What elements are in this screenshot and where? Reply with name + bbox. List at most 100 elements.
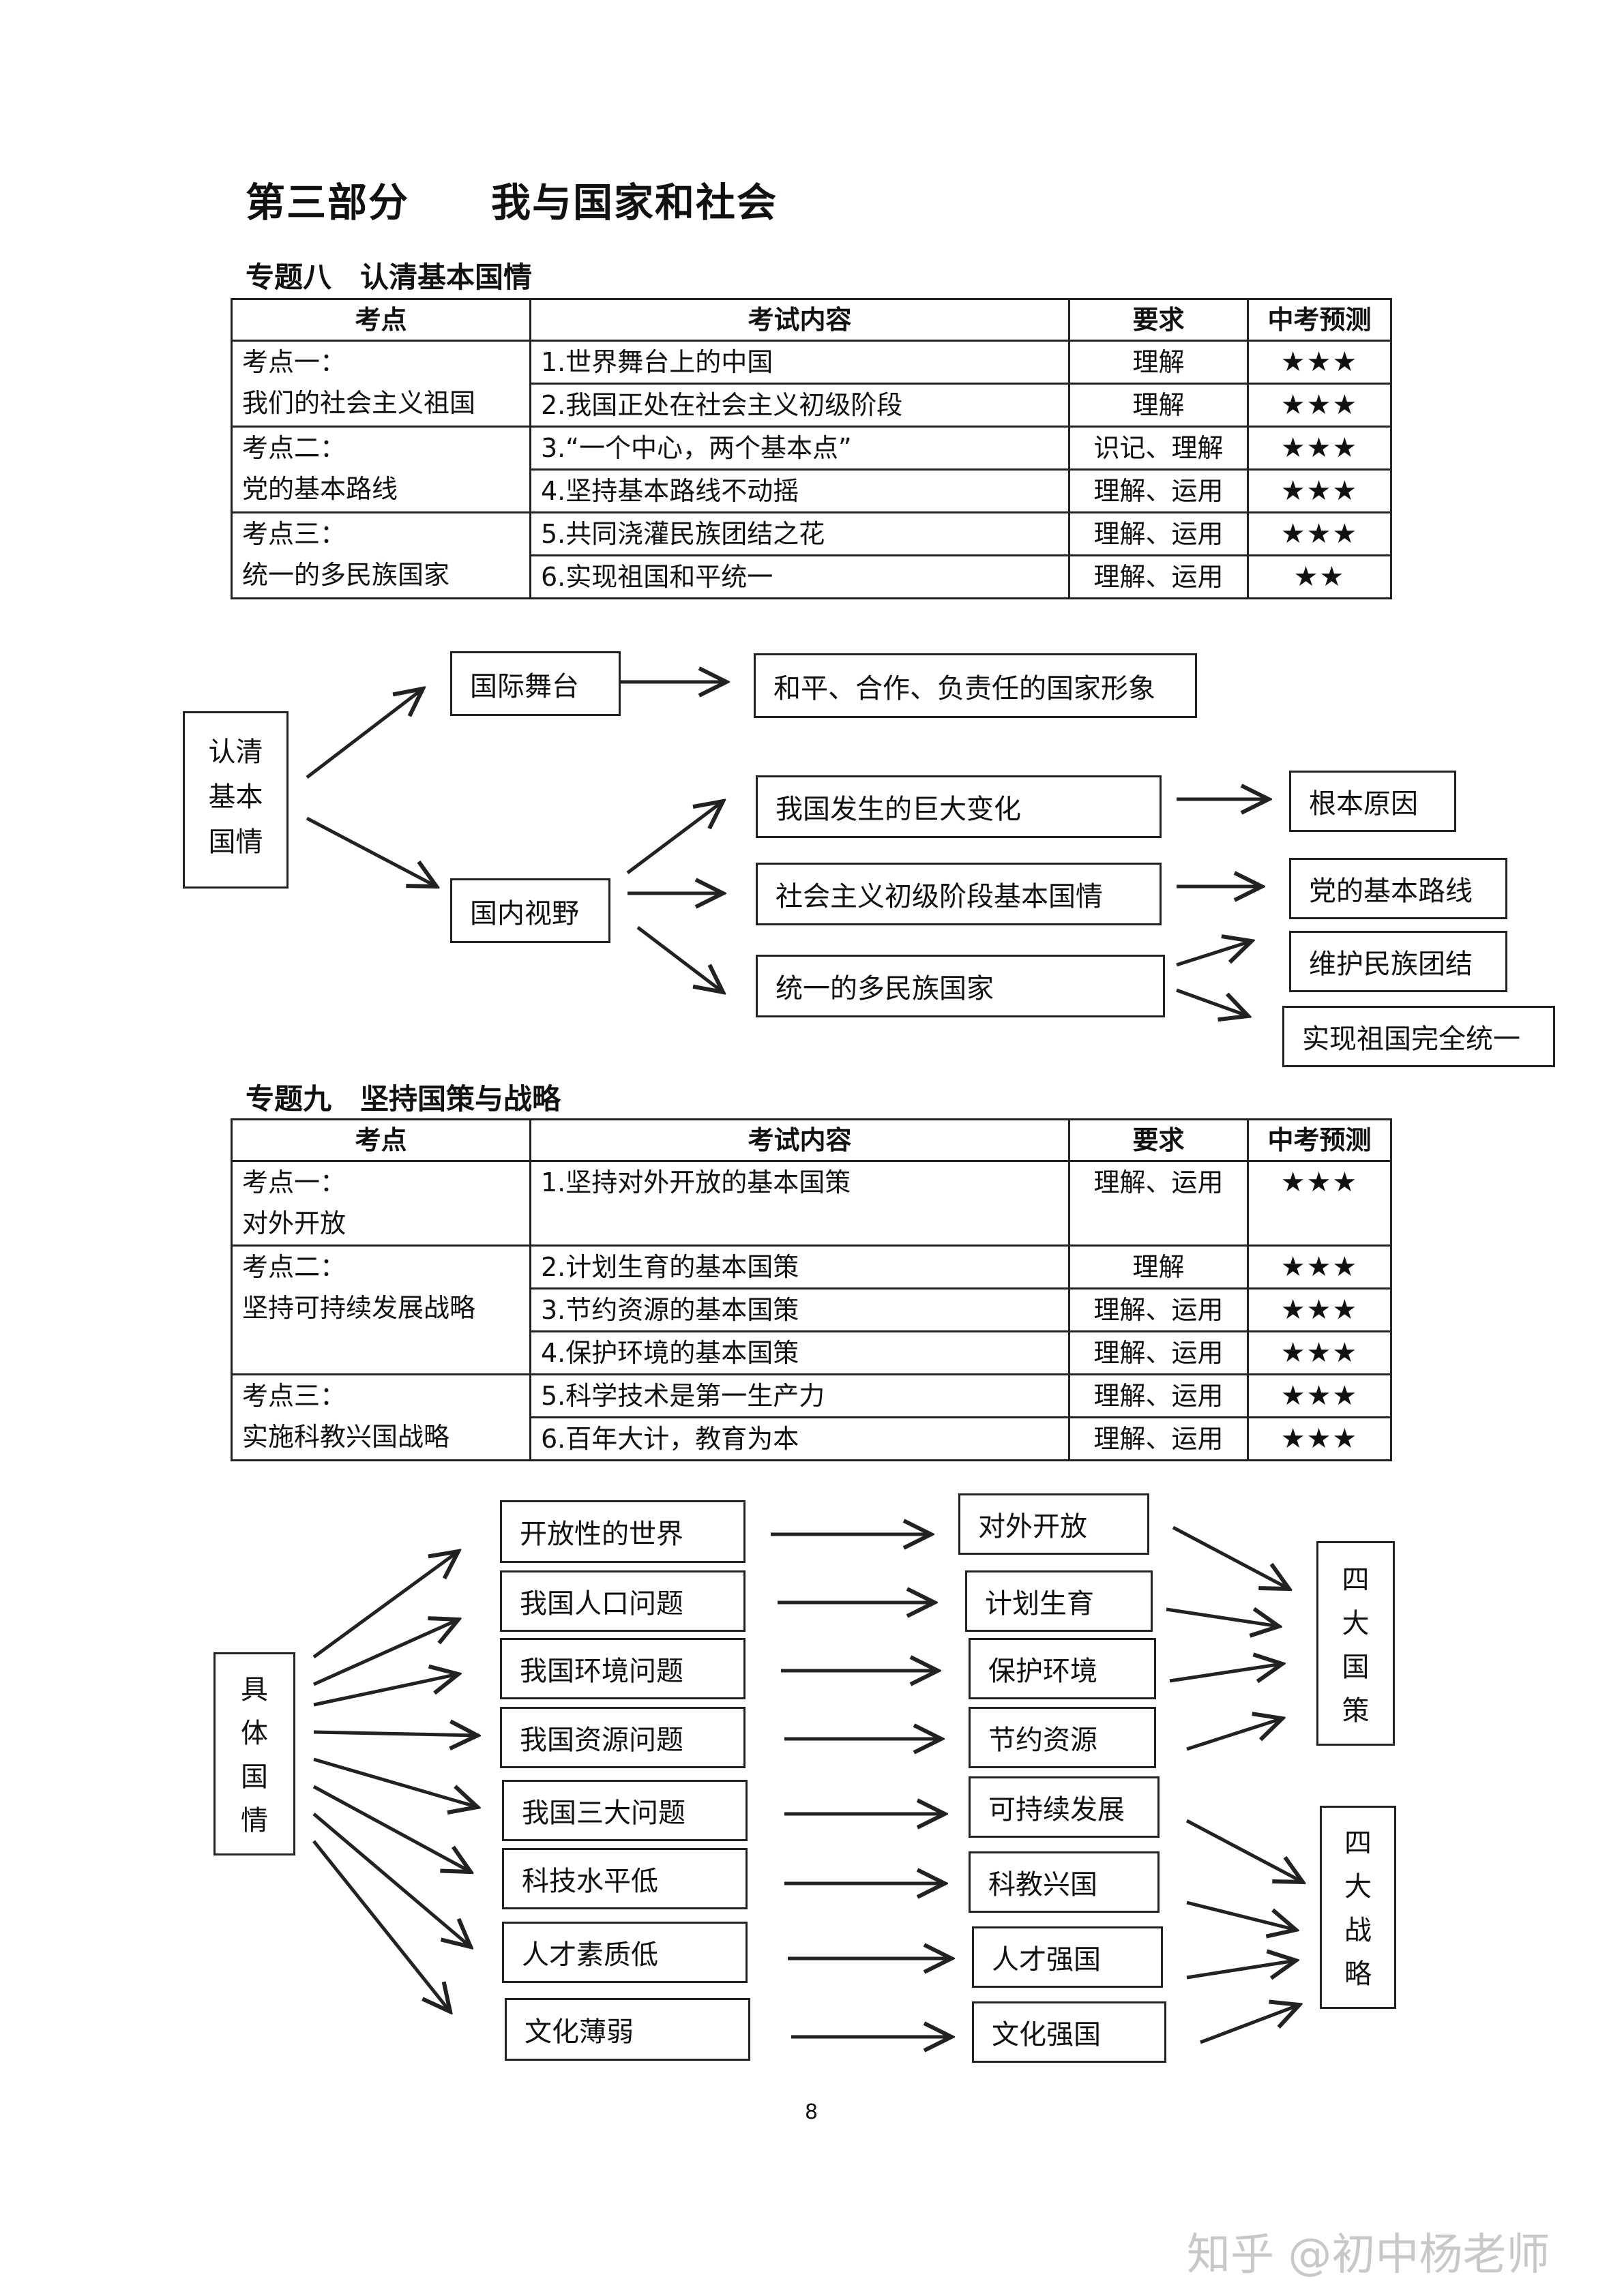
content-cell: 1.世界舞台上的中国 xyxy=(529,340,1070,385)
exam-point-name: 统一的多民族国家 xyxy=(242,560,450,590)
box-reunification: 实现祖国完全统一 xyxy=(1282,1006,1555,1067)
topic8-table: 考点 考试内容 要求 中考预测 考点一：我们的社会主义祖国 1.世界舞台上的中国… xyxy=(231,298,1392,599)
requirement-cell: 理解、运用 xyxy=(1068,468,1249,513)
stars-cell: ★★★ xyxy=(1247,1287,1392,1332)
stars-cell: ★★★ xyxy=(1247,1373,1392,1418)
exam-point-name: 党的基本路线 xyxy=(242,474,398,504)
root-box-understand-national-conditions: 认清基本国情 xyxy=(183,711,289,889)
exam-point-cell: 考点三：实施科教兴国战略 xyxy=(231,1373,531,1461)
header-prediction: 中考预测 xyxy=(1247,1118,1392,1162)
content-cell: 5.科学技术是第一生产力 xyxy=(529,1373,1070,1418)
label-line: 大 xyxy=(1342,1608,1370,1639)
content-cell: 1.坚持对外开放的基本国策 xyxy=(529,1160,1070,1247)
content-cell: 2.我国正处在社会主义初级阶段 xyxy=(529,383,1070,428)
table-row: 考点一：对外开放 1.坚持对外开放的基本国策 理解、运用 ★★★ xyxy=(231,1160,1392,1247)
page-number: 8 xyxy=(805,2100,818,2124)
table-row: 4.坚持基本路线不动摇 理解、运用 ★★★ xyxy=(232,468,1392,513)
requirement-cell: 理解 xyxy=(1068,1244,1249,1289)
requirement-cell: 理解、运用 xyxy=(1068,1373,1249,1418)
root-line: 体 xyxy=(241,1718,268,1749)
table-row: 4.保护环境的基本国策 理解、运用 ★★★ xyxy=(232,1330,1392,1375)
label-line: 大 xyxy=(1344,1871,1372,1903)
part-title: 第三部分 我与国家和社会 xyxy=(246,179,778,226)
issue-three-problems: 我国三大问题 xyxy=(502,1780,748,1841)
exam-point-label: 考点三： xyxy=(242,519,346,549)
stars-cell: ★★★ xyxy=(1247,1416,1392,1461)
table-row: 6.百年大计，教育为本 理解、运用 ★★★ xyxy=(232,1416,1392,1461)
label-line: 策 xyxy=(1342,1695,1370,1727)
strategy-culture: 文化强国 xyxy=(972,2001,1166,2063)
stars-cell: ★★★ xyxy=(1247,426,1392,471)
strategy-talent: 人才强国 xyxy=(972,1926,1163,1988)
box-multi-ethnic-country: 统一的多民族国家 xyxy=(756,955,1165,1017)
header-point: 考点 xyxy=(231,1118,531,1162)
watermark: 知乎 @初中杨老师 xyxy=(1187,2230,1550,2280)
root-line: 情 xyxy=(241,1805,268,1836)
stars-cell: ★★ xyxy=(1247,554,1392,599)
table-row: 考点一：我们的社会主义祖国 1.世界舞台上的中国 理解 ★★★ xyxy=(231,340,1392,428)
content-cell: 2.计划生育的基本国策 xyxy=(529,1244,1070,1289)
stars-cell: ★★★ xyxy=(1247,468,1392,513)
label-line: 国 xyxy=(1342,1652,1370,1683)
exam-point-cell: 考点一：我们的社会主义祖国 xyxy=(231,340,531,428)
table-row: 考点二：坚持可持续发展战略 2.计划生育的基本国策 理解 ★★★ xyxy=(231,1244,1392,1375)
box-ethnic-unity: 维护民族团结 xyxy=(1289,931,1507,992)
label-line: 略 xyxy=(1344,1958,1372,1990)
table-row: 3.节约资源的基本国策 理解、运用 ★★★ xyxy=(232,1287,1392,1332)
table-row: 6.实现祖国和平统一 理解、运用 ★★ xyxy=(232,554,1392,599)
exam-point-cell: 考点二：坚持可持续发展战略 xyxy=(231,1244,531,1375)
table-header-row: 考点 考试内容 要求 中考预测 xyxy=(231,1118,1392,1162)
issue-open-world: 开放性的世界 xyxy=(500,1500,745,1563)
content-cell: 3.“一个中心，两个基本点” xyxy=(529,426,1070,471)
box-four-strategies: 四大战略 xyxy=(1320,1806,1396,2009)
box-party-basic-line: 党的基本路线 xyxy=(1289,858,1507,919)
exam-point-name: 我们的社会主义祖国 xyxy=(242,388,476,418)
exam-point-cell: 考点三： 统一的多民族国家 xyxy=(231,511,531,599)
stars-cell: ★★★ xyxy=(1247,340,1392,385)
table-row: 2.我国正处在社会主义初级阶段 理解 ★★★ xyxy=(232,383,1392,428)
exam-point-label: 考点三： xyxy=(242,1381,346,1411)
issue-low-tech: 科技水平低 xyxy=(502,1848,748,1909)
issue-low-talent: 人才素质低 xyxy=(502,1922,748,1983)
stars-cell: ★★★ xyxy=(1247,1330,1392,1375)
header-requirement: 要求 xyxy=(1068,298,1249,342)
exam-point-name: 对外开放 xyxy=(242,1208,346,1238)
requirement-cell: 识记、理解 xyxy=(1068,426,1249,471)
header-point: 考点 xyxy=(231,298,531,342)
header-content: 考试内容 xyxy=(529,1118,1070,1162)
box-national-image: 和平、合作、负责任的国家形象 xyxy=(754,653,1197,718)
requirement-cell: 理解、运用 xyxy=(1068,1160,1249,1247)
content-cell: 4.保护环境的基本国策 xyxy=(529,1330,1070,1375)
strategy-sustainable-development: 可持续发展 xyxy=(969,1776,1160,1838)
exam-point-label: 考点一： xyxy=(242,1167,346,1197)
exam-point-cell: 考点一： 对外开放 xyxy=(231,1160,531,1247)
label-line: 四 xyxy=(1342,1564,1370,1596)
root-line: 具 xyxy=(241,1674,268,1705)
root-line: 认清 xyxy=(208,736,263,768)
label-line: 战 xyxy=(1344,1915,1372,1946)
box-great-changes: 我国发生的巨大变化 xyxy=(756,775,1162,838)
requirement-cell: 理解、运用 xyxy=(1068,1416,1249,1461)
requirement-cell: 理解 xyxy=(1068,383,1249,428)
box-primary-stage: 社会主义初级阶段基本国情 xyxy=(756,863,1162,925)
topic8-title: 专题八 认清基本国情 xyxy=(246,260,533,294)
content-cell: 5.共同浇灌民族团结之花 xyxy=(529,511,1070,556)
exam-point-name: 坚持可持续发展战略 xyxy=(242,1293,476,1323)
root-box-specific-conditions: 具体国情 xyxy=(213,1652,295,1855)
table-row: 考点三：实施科教兴国战略 5.科学技术是第一生产力 理解、运用 ★★★ xyxy=(231,1373,1392,1461)
issue-resources: 我国资源问题 xyxy=(500,1707,745,1768)
policy-opening-up: 对外开放 xyxy=(958,1493,1149,1555)
stars-cell: ★★★ xyxy=(1247,383,1392,428)
box-four-policies: 四大国策 xyxy=(1316,1541,1395,1746)
requirement-cell: 理解、运用 xyxy=(1068,511,1249,556)
topic9-table: 考点 考试内容 要求 中考预测 考点一： 对外开放 1.坚持对外开放的基本国策 理… xyxy=(231,1118,1392,1461)
policy-protect-environment: 保护环境 xyxy=(969,1638,1156,1699)
header-content: 考试内容 xyxy=(529,298,1070,342)
content-cell: 6.实现祖国和平统一 xyxy=(529,554,1070,599)
requirement-cell: 理解、运用 xyxy=(1068,554,1249,599)
topic9-title: 专题九 坚持国策与战略 xyxy=(246,1082,561,1116)
box-international-stage: 国际舞台 xyxy=(450,651,621,716)
label-line: 四 xyxy=(1344,1828,1372,1859)
stars-cell: ★★★ xyxy=(1247,1244,1392,1289)
